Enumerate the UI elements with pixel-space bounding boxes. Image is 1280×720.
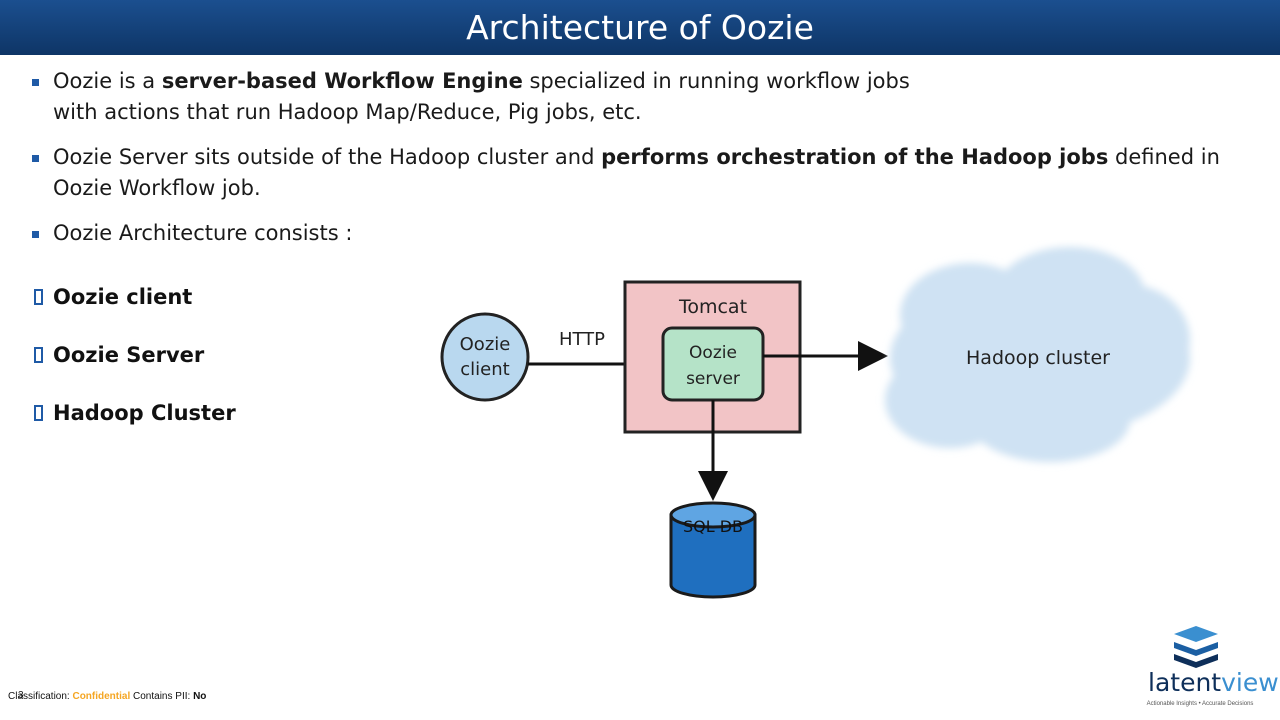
component-label: Hadoop Cluster: [53, 401, 236, 425]
component-list: Oozie client Oozie Server Hadoop Cluster: [34, 280, 236, 454]
bullet-bold-text: server-based Workflow Engine: [161, 69, 523, 93]
page-number: 3: [18, 690, 24, 701]
hadoop-cluster-cloud: [885, 247, 1190, 462]
hadoop-cluster-label: Hadoop cluster: [966, 347, 1110, 369]
oozie-client-node: [440, 312, 530, 402]
sql-db-label: SQL DB: [683, 517, 743, 536]
box-marker-icon: [34, 289, 43, 305]
bullet-text: defined in Oozie Workflow job.: [53, 145, 1220, 200]
logo-tagline: Actionable Insights • Accurate Decisions: [1146, 701, 1254, 707]
component-item: Hadoop Cluster: [34, 396, 236, 454]
bullet-text: with actions that run Hadoop Map/Reduce,…: [53, 100, 642, 124]
bullet-square-icon: [32, 79, 39, 86]
oozie-server-box: [661, 326, 765, 402]
bullet-text: Oozie is a: [53, 69, 162, 93]
bullet-item: Oozie Server sits outside of the Hadoop …: [32, 142, 1277, 204]
classification-value: Confidential: [72, 691, 131, 702]
bullet-text: specialized in running workflow jobs: [522, 69, 910, 93]
oozie-client-label: client: [460, 359, 509, 380]
component-label: Oozie client: [53, 285, 193, 309]
bullet-list: Oozie is a server-based Workflow Engine …: [32, 66, 1277, 263]
bullet-bold-text: performs orchestration of the Hadoop job…: [601, 145, 1109, 169]
logo-wordmark: latentview: [1148, 668, 1279, 697]
component-label: Oozie Server: [53, 343, 205, 367]
bullet-square-icon: [32, 231, 39, 238]
component-item: Oozie Server: [34, 338, 236, 396]
bullet-square-icon: [32, 155, 39, 162]
oozie-server-label: Oozie: [689, 343, 737, 363]
oozie-server-label: server: [686, 369, 740, 389]
latentview-logo-icon: [1174, 626, 1218, 668]
pii-value: No: [193, 691, 207, 702]
slide-title: Architecture of Oozie: [466, 8, 814, 47]
title-bar: Architecture of Oozie: [0, 0, 1280, 55]
bullet-item: Oozie is a server-based Workflow Engine …: [32, 66, 1277, 128]
architecture-diagram: Oozie client HTTP Tomcat Oozie server Ha…: [440, 247, 1190, 599]
tomcat-label: Tomcat: [678, 296, 747, 318]
http-label: HTTP: [559, 329, 605, 350]
bullet-item: Oozie Architecture consists :: [32, 218, 1277, 249]
bullet-text: Oozie Server sits outside of the Hadoop …: [53, 145, 602, 169]
box-marker-icon: [34, 405, 43, 421]
bullet-text: Oozie Architecture consists :: [53, 221, 353, 245]
classification-footer: Classification: Confidential Contains PI…: [8, 691, 206, 702]
component-item: Oozie client: [34, 280, 236, 338]
box-marker-icon: [34, 347, 43, 363]
classification-label: Classification:: [8, 691, 73, 702]
sql-db-cylinder: [669, 501, 757, 599]
pii-label: Contains PII:: [130, 691, 194, 702]
oozie-client-label: Oozie: [460, 334, 511, 355]
